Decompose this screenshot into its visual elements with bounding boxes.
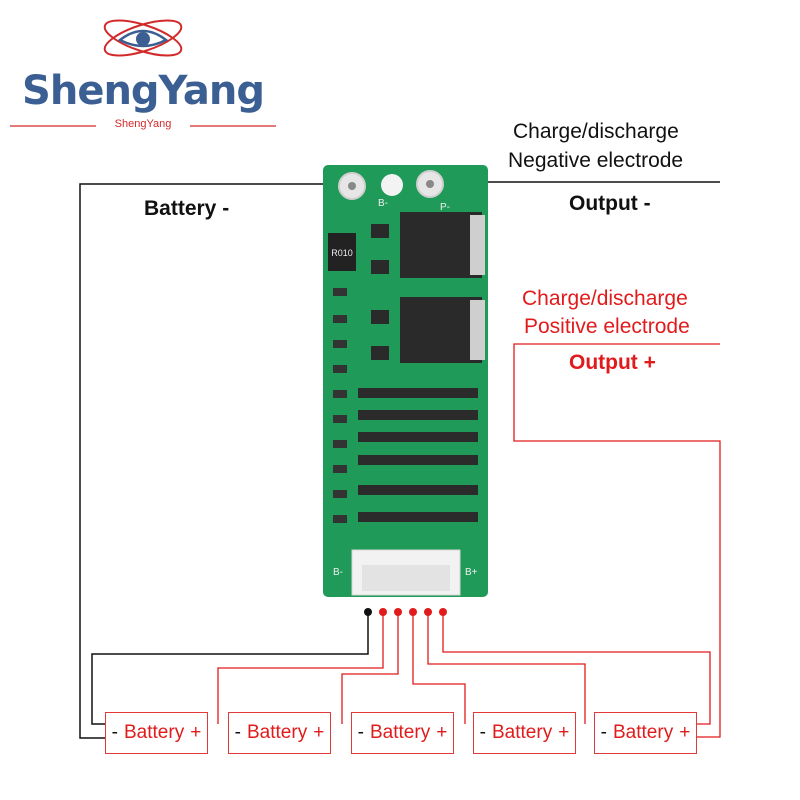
tagline-rule [10, 125, 276, 127]
cell-balance-wire-4 [427, 612, 586, 724]
output-positive-label: Output + [569, 351, 656, 374]
cell-name: Battery [247, 722, 308, 743]
brand-logo: ShengYang ShengYang [8, 10, 278, 135]
cell-name: Battery [613, 722, 674, 743]
battery-cell-4: - Battery + [473, 712, 576, 754]
battery-cell-5: - Battery + [594, 712, 697, 754]
pad-label-p-minus: P- [440, 202, 450, 213]
cell-name: Battery [124, 722, 185, 743]
pcb-board: R010 [323, 165, 488, 597]
cell-negative-terminal: - [111, 722, 118, 743]
cell-positive-terminal: + [313, 722, 325, 743]
output-negative-title-line1: Charge/discharge [513, 120, 679, 143]
pad-label-b-minus: B- [378, 198, 388, 209]
cell-name: Battery [370, 722, 431, 743]
cell-negative-terminal: - [600, 722, 607, 743]
output-positive-title-line2: Positive electrode [524, 315, 690, 338]
shunt-resistor [328, 233, 356, 271]
output-negative-label: Output - [569, 192, 651, 215]
cell-positive-terminal: + [558, 722, 570, 743]
cell-balance-wire-2 [341, 612, 399, 724]
mosfet-1 [400, 212, 482, 278]
cell-negative-terminal: - [479, 722, 486, 743]
connector-dots [364, 608, 447, 616]
eye-logo-icon [103, 19, 183, 57]
battery-cell-2: - Battery + [228, 712, 331, 754]
brand-tagline: ShengYang [114, 118, 172, 130]
output-positive-wire [513, 343, 721, 738]
pad-label-b-minus-bottom: B- [333, 567, 343, 578]
cell-positive-terminal: + [190, 722, 202, 743]
red-wires [217, 343, 721, 738]
cell-balance-wire-1 [217, 612, 384, 724]
cell-balance-wire-0 [91, 612, 369, 725]
battery-cell-3: - Battery + [351, 712, 454, 754]
cell-negative-terminal: - [357, 722, 364, 743]
cell-balance-wire-3 [412, 612, 466, 724]
brand-name: ShengYang [22, 68, 265, 114]
output-positive-title-line1: Charge/discharge [522, 287, 688, 310]
cell-positive-terminal: + [679, 722, 691, 743]
output-negative-title-line2: Negative electrode [508, 149, 684, 172]
resistor-code: R010 [331, 248, 353, 258]
smd-components [333, 288, 347, 523]
cell-positive-terminal: + [436, 722, 448, 743]
cell-name: Battery [492, 722, 553, 743]
battery-negative-wire [79, 183, 352, 739]
battery-cell-1: - Battery + [105, 712, 208, 754]
mount-hole [381, 174, 403, 196]
cell-negative-terminal: - [234, 722, 241, 743]
battery-negative-label: Battery - [144, 197, 230, 220]
pad-label-b-plus-bottom: B+ [465, 567, 478, 578]
cell-balance-wire-5 [442, 612, 711, 725]
mosfet-2 [400, 297, 482, 363]
